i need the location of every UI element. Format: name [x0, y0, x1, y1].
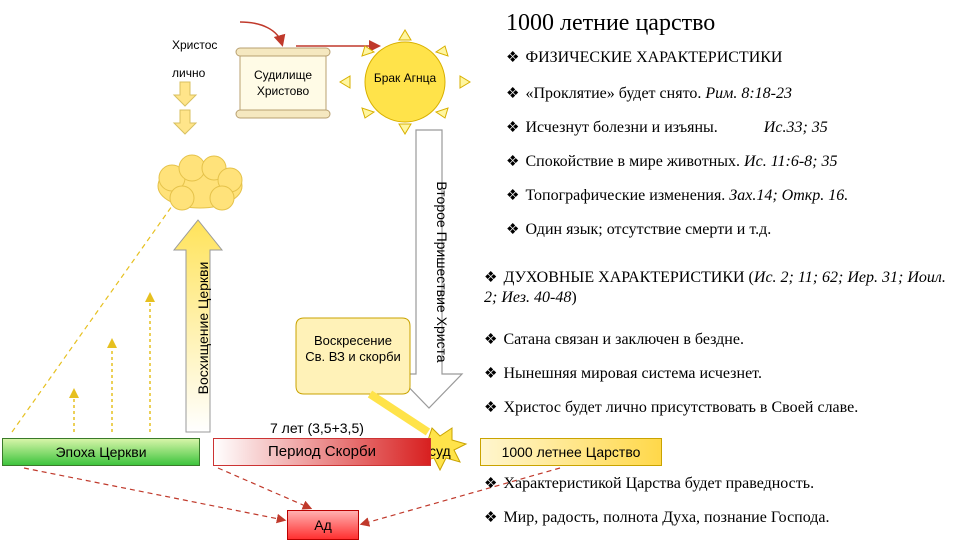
spiritual-item: ❖Нынешняя мировая система исчезнет.	[484, 365, 762, 382]
physical-item: ❖Один язык; отсутствие смерти и т.д.	[506, 221, 772, 238]
resurrection-box	[295, 317, 411, 395]
bullet-icon: ❖	[506, 120, 520, 136]
down-arrows	[172, 81, 198, 135]
curve-arrow-left	[239, 21, 286, 47]
christ-label-line2: лично	[172, 66, 206, 80]
seven-years-label: 7 лет (3,5+3,5)	[270, 420, 364, 436]
sun-icon	[339, 29, 471, 135]
bullet-icon: ❖	[506, 188, 520, 204]
bullet-icon: ❖	[506, 222, 520, 238]
second-coming-arrow	[394, 129, 464, 409]
christ-label-line1: Христос	[172, 38, 218, 52]
church-age-box: Эпоха Церкви	[2, 438, 200, 466]
bullet-icon: ❖	[484, 510, 498, 526]
physical-item: ❖Спокойствие в мире животных. Ис. 11:6-8…	[506, 153, 838, 170]
bullet-icon: ❖	[484, 332, 498, 348]
dashed-to-hell	[23, 467, 561, 527]
second-coming-label: Второе Пришествие Христа	[434, 181, 450, 363]
physical-heading: ❖ФИЗИЧЕСКИЕ ХАРАКТЕРИСТИКИ	[506, 49, 783, 66]
rising-arrows	[73, 300, 151, 432]
bullet-icon: ❖	[484, 476, 498, 492]
judgment-seat-label: Судилище Христово	[253, 68, 313, 98]
rapture-arrow	[172, 219, 224, 433]
bullet-icon: ❖	[506, 86, 520, 102]
spiritual-heading: ❖ДУХОВНЫЕ ХАРАКТЕРИСТИКИ (Ис. 2; 11; 62;…	[484, 269, 946, 306]
scroll-icon	[235, 47, 331, 119]
tribulation-box: Период Скорби	[213, 438, 431, 466]
hell-box: Ад	[287, 510, 359, 540]
millennial-kingdom-box: 1000 летнее Царство	[480, 438, 662, 466]
physical-item: ❖«Проклятие» будет снято. Рим. 8:18-23	[506, 85, 792, 102]
resurrection-label: Воскресение Св. ВЗ и скорби	[305, 333, 401, 364]
spiritual-item: ❖Сатана связан и заключен в бездне.	[484, 331, 744, 348]
wedding-label: Брак Агнца	[373, 71, 437, 85]
resurrection-to-judgment	[367, 390, 431, 436]
judgment-label: суд	[429, 443, 451, 459]
page-title: 1000 летние царство	[506, 10, 716, 36]
cloud-icon	[157, 154, 243, 211]
bullet-icon: ❖	[484, 270, 498, 286]
bullet-icon: ❖	[506, 154, 520, 170]
rising-arrowheads	[69, 292, 155, 398]
bottom-item: ❖Характеристикой Царства будет праведнос…	[484, 475, 815, 492]
bullet-icon: ❖	[484, 366, 498, 382]
physical-item: ❖Топографические изменения. Зах.14; Откр…	[506, 187, 849, 204]
rapture-label: Восхищение Церкви	[195, 261, 211, 395]
bullet-icon: ❖	[484, 400, 498, 416]
bottom-item: ❖Мир, радость, полнота Духа, познание Го…	[484, 509, 830, 526]
spiritual-item: ❖Христос будет лично присутствовать в Св…	[484, 399, 859, 416]
physical-item: ❖Исчезнут болезни и изъяны.Ис.33; 35	[506, 119, 828, 136]
dashed-to-cloud	[11, 205, 173, 433]
bullet-icon: ❖	[506, 50, 520, 66]
